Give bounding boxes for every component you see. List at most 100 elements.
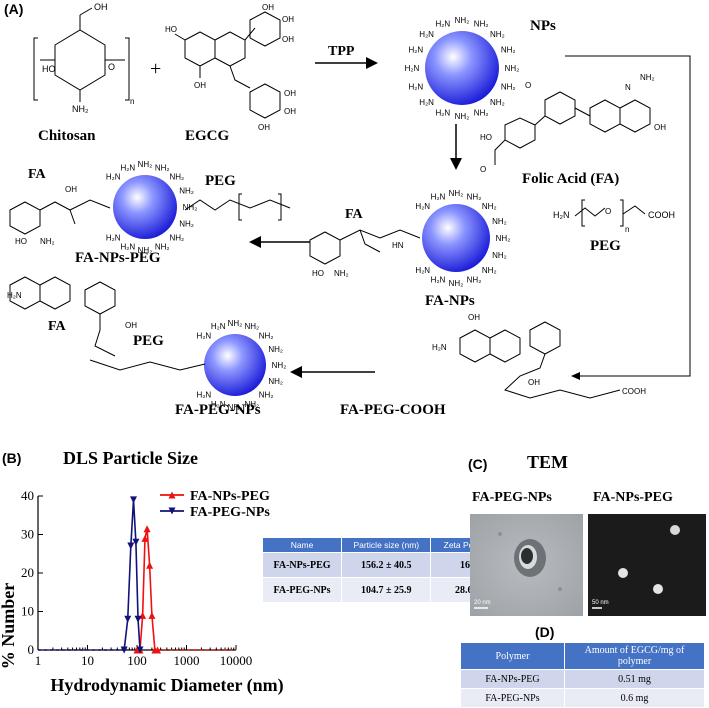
nh2-group-label: NH₂ bbox=[138, 160, 153, 169]
fa-nps-peg-label: FA-NPs-PEG bbox=[75, 250, 161, 266]
chitosan-structure bbox=[33, 7, 130, 102]
nh2-group-label: H₂N bbox=[408, 46, 423, 55]
fa-linker-1 bbox=[309, 229, 421, 265]
nh2-group-label: H₂N bbox=[106, 173, 121, 182]
tem-label-2: FA-NPs-PEG bbox=[593, 490, 673, 505]
chitosan-oh-label: OH bbox=[94, 2, 108, 12]
peg-h2n-label: H₂N bbox=[553, 210, 570, 220]
nh2-group-label: NH₂ bbox=[272, 361, 287, 370]
peg-label-3: PEG bbox=[133, 333, 164, 349]
nh2-group-label: H₂N bbox=[415, 202, 430, 211]
egcg-cell: 0.6 mg bbox=[564, 688, 705, 708]
svg-text:NH₂: NH₂ bbox=[334, 269, 349, 278]
nh2-group-label: H₂N bbox=[431, 192, 446, 201]
plus-sign: + bbox=[150, 58, 161, 80]
fa-peg-cooh-structure bbox=[459, 321, 621, 399]
series-marker bbox=[168, 491, 176, 499]
nh2-group-label: H₂N bbox=[431, 276, 446, 285]
svg-text:H₂N: H₂N bbox=[7, 291, 22, 300]
svg-text:NH₂: NH₂ bbox=[40, 237, 55, 246]
nh2-group-label: NH₂ bbox=[155, 163, 170, 172]
nanoparticle-sphere bbox=[422, 204, 490, 272]
nh2-group-label: H₂N bbox=[408, 82, 423, 91]
series-marker bbox=[154, 646, 162, 654]
nh2-group-label: NH₂ bbox=[449, 189, 464, 198]
svg-text:HO: HO bbox=[480, 133, 492, 142]
nh2-group-label: NH₂ bbox=[259, 331, 274, 340]
folic-acid-structure bbox=[494, 91, 651, 165]
fa-linker-3 bbox=[9, 276, 206, 371]
svg-text:O: O bbox=[108, 62, 115, 72]
nh2-group-label: NH₂ bbox=[455, 16, 470, 25]
nh2-group-label: H₂N bbox=[405, 64, 420, 73]
chitosan-label: Chitosan bbox=[38, 128, 96, 144]
connector-right bbox=[565, 55, 691, 377]
svg-text:OH: OH bbox=[282, 15, 294, 24]
nh2-group-label: NH₂ bbox=[505, 64, 520, 73]
nh2-group-label: H₂N bbox=[197, 331, 212, 340]
egcg-cell: FA-NPs-PEG bbox=[460, 669, 565, 689]
svg-text:O: O bbox=[605, 207, 611, 216]
x-tick-label: 1000 bbox=[174, 653, 200, 668]
nh2-group-label: NH₂ bbox=[496, 234, 511, 243]
nh2-group-label: H₂N bbox=[211, 400, 226, 409]
peg-structure bbox=[574, 199, 646, 227]
peg-linker-2 bbox=[184, 193, 291, 221]
svg-text:OH: OH bbox=[284, 107, 296, 116]
x-tick-label: 10000 bbox=[220, 653, 253, 668]
fa-label-2: FA bbox=[28, 167, 47, 182]
y-tick-label: 0 bbox=[28, 642, 35, 657]
svg-text:HO: HO bbox=[15, 237, 27, 246]
dls-th-size: Particle size (nm) bbox=[341, 537, 432, 553]
nh2-group-label: H₂N bbox=[120, 243, 135, 252]
peg-cooh-label: COOH bbox=[648, 210, 675, 220]
panel-a-label: (A) bbox=[4, 1, 23, 17]
nh2-group-label: NH₂ bbox=[490, 30, 505, 39]
nh2-group-label: H₂N bbox=[419, 98, 434, 107]
nh2-group-label: NH₂ bbox=[482, 202, 497, 211]
egcg-label: EGCG bbox=[185, 128, 230, 144]
nh2-group-label: NH₂ bbox=[245, 322, 260, 331]
x-tick-label: 1 bbox=[35, 653, 42, 668]
nh2-group-label: NH₂ bbox=[169, 173, 184, 182]
tem-scale-1: 20 nm bbox=[474, 600, 491, 606]
svg-text:OH: OH bbox=[282, 35, 294, 44]
chitosan-n-sub: n bbox=[130, 97, 134, 106]
fa-peg-cooh-label: FA-PEG-COOH bbox=[340, 402, 446, 418]
tem-title: TEM bbox=[527, 452, 569, 472]
y-tick-label: 40 bbox=[21, 488, 34, 503]
series-marker bbox=[146, 561, 154, 569]
fa-linker-2 bbox=[9, 199, 111, 235]
x-tick-label: 10 bbox=[81, 653, 94, 668]
nps-label: NPs bbox=[530, 18, 556, 34]
nh2-group-label: NH₂ bbox=[467, 192, 482, 201]
series-line-FA-NPs-PEG bbox=[137, 528, 158, 651]
tem-image-fa-peg-nps: 20 nm bbox=[470, 514, 583, 616]
nh2-group-label: NH₂ bbox=[179, 187, 194, 196]
tem-image-fa-nps-peg: 50 nm bbox=[588, 514, 706, 616]
nh2-group-label: NH₂ bbox=[490, 98, 505, 107]
nh2-group-label: NH₂ bbox=[501, 82, 516, 91]
nanoparticle-sphere bbox=[113, 175, 177, 239]
series-marker bbox=[120, 646, 128, 654]
egcg-table: Polymer Amount of EGCG/mg of polymer FA-… bbox=[460, 642, 705, 708]
table-row: FA-NPs-PEG 0.51 mg bbox=[460, 669, 705, 689]
svg-text:HN: HN bbox=[392, 241, 404, 250]
nh2-group-label: NH₂ bbox=[245, 400, 260, 409]
nh2-group-label: NH₂ bbox=[474, 20, 489, 29]
series-marker bbox=[134, 615, 142, 623]
dls-xlabel: Hydrodynamic Diameter (nm) bbox=[50, 675, 283, 696]
series-marker bbox=[148, 611, 156, 619]
svg-text:OH: OH bbox=[468, 313, 480, 322]
legend-label: FA-NPs-PEG bbox=[190, 489, 270, 504]
series-marker bbox=[130, 496, 138, 504]
y-tick-label: 30 bbox=[21, 527, 34, 542]
nh2-group-label: H₂N bbox=[419, 30, 434, 39]
svg-text:N: N bbox=[625, 83, 631, 92]
nh2-group-label: H₂N bbox=[120, 163, 135, 172]
nh2-group-label: NH₂ bbox=[138, 246, 153, 255]
nh2-group-label: NH₂ bbox=[228, 319, 243, 328]
svg-text:O: O bbox=[480, 165, 486, 174]
